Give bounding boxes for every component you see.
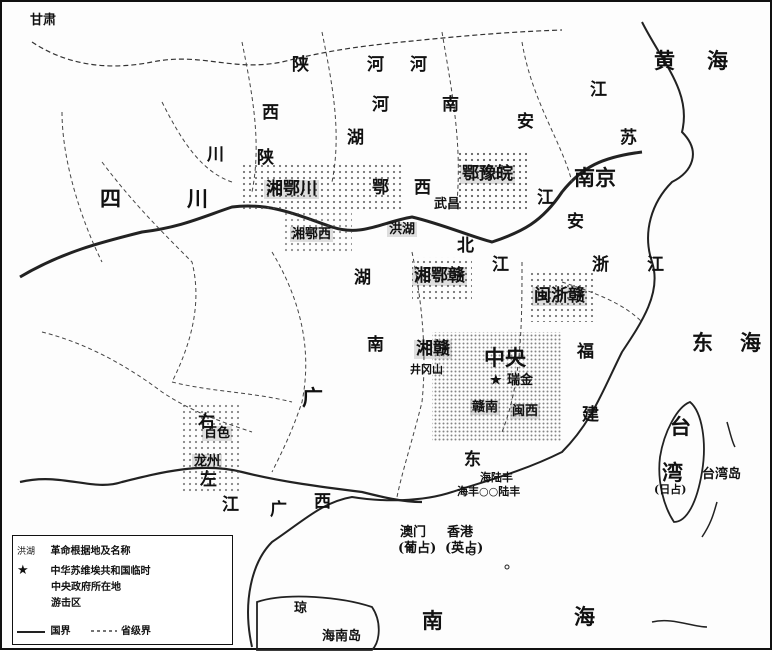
map-label: 四 [100, 186, 121, 211]
legend-guerrilla-label: 游击区 [51, 598, 81, 609]
map-label: 广 [302, 385, 323, 410]
legend-row-capital: ★ 中华苏维埃共和国临时 [17, 562, 150, 578]
map-label: 海 [707, 48, 728, 73]
map-label: 武昌 [434, 197, 461, 212]
map-label: 西 [262, 103, 279, 123]
yangtze-river [19, 150, 643, 279]
map-label: 鄂豫皖 [460, 164, 515, 184]
map-label: 闽浙赣 [532, 286, 587, 306]
map-label: 河 [410, 55, 427, 75]
map-label: 川 [207, 145, 224, 165]
taiwan-island [658, 400, 705, 523]
map-label: 鄂 [372, 178, 389, 198]
map-star-ruijin: ★ [490, 373, 502, 388]
map-label: 海 [574, 604, 595, 629]
base-area-minzhegan [527, 272, 597, 322]
map-label: 建 [582, 405, 599, 425]
map-label: 南 [367, 335, 384, 355]
map-label: 赣南 [470, 400, 501, 415]
map-label: (英占) [445, 541, 484, 556]
hainan-island [256, 595, 380, 651]
map-label: 福 [577, 342, 594, 362]
map-label: 西 [414, 178, 431, 198]
map-label: 百色 [202, 426, 233, 441]
map-label: 瑞金 [507, 373, 534, 388]
legend-capital-label-b: 中央政府所在地 [51, 582, 121, 593]
map-label: 西 [314, 492, 331, 512]
map-label: 澳门 [400, 525, 427, 540]
map-label: 江 [590, 80, 607, 100]
map-label: 琼 [294, 601, 308, 616]
map-label: 南京 [574, 165, 616, 190]
northern-border [31, 29, 563, 67]
map-label: 江 [537, 188, 554, 208]
map-label: 南 [442, 95, 459, 115]
legend-row-base: 洪湖 革命根据地及名称 [17, 542, 130, 557]
map-label: 湾 [662, 460, 683, 485]
map-label: 安 [517, 112, 534, 132]
base-area-central [432, 332, 562, 442]
map-label: 河 [367, 55, 384, 75]
map-label: 湖 [347, 128, 364, 148]
legend-border-symbol [17, 627, 47, 637]
map-label: 台湾岛 [702, 467, 742, 482]
map-label: 川 [187, 186, 208, 211]
base-area-xiangexi [242, 162, 402, 212]
map-label: 右 [198, 412, 215, 432]
map-label: 南 [422, 608, 443, 633]
map-label: (日占) [654, 483, 687, 496]
map-label: 甘肃 [30, 13, 57, 28]
map-label: 台 [670, 414, 691, 439]
map-label: 黄 [654, 48, 675, 73]
map-label: 闽西 [510, 404, 541, 419]
map-label: 东 [464, 450, 481, 470]
legend-provincial-border-label: 省级界 [120, 626, 151, 637]
map-label: 湖 [354, 268, 371, 288]
base-area-eyuwan [457, 152, 527, 212]
base-area-xiangegan2 [282, 212, 352, 252]
map-label: 北 [457, 236, 474, 256]
map-label: 河 [372, 95, 389, 115]
legend-row-borders: 国界 省级界 [17, 622, 151, 637]
map-label: 香港 [447, 525, 474, 540]
map-label: 陕 [292, 55, 309, 75]
map-label: 湘赣 [414, 339, 452, 359]
map-label: 湘鄂西 [290, 227, 334, 242]
legend-base-symbol: 洪湖 [17, 547, 36, 557]
legend-national-border-label: 国界 [50, 626, 71, 637]
map-label: (葡占) [398, 541, 437, 556]
map-label: 安 [567, 212, 584, 232]
map-label: 苏 [620, 128, 637, 148]
map-label: 浙 [592, 255, 609, 275]
legend-capital-label-a: 中华苏维埃共和国临时 [50, 566, 151, 577]
map-label: 广 [270, 500, 287, 520]
star-icon: ★ [17, 563, 29, 578]
map-label: 湘鄂赣 [412, 266, 467, 286]
map-label: 东 [692, 330, 713, 355]
coastline [247, 21, 694, 648]
map-label: 洪湖 [387, 222, 418, 237]
base-area-xiangegan [412, 257, 472, 302]
legend-base-label: 革命根据地及名称 [50, 546, 131, 557]
map-label: 江 [492, 255, 509, 275]
map-label: 江 [647, 255, 664, 275]
map-label: 中央 [484, 345, 526, 370]
map-label: 龙州 [192, 454, 223, 469]
map-label: 海南岛 [322, 629, 362, 644]
map-label: 湘鄂川 [264, 179, 319, 199]
map-label: 井冈山 [410, 363, 443, 376]
base-area-youjiang [182, 402, 242, 492]
map-label: 陕 [257, 148, 274, 168]
map-legend: 洪湖 革命根据地及名称 ★ 中华苏维埃共和国临时 中央政府所在地 游击区 国界 … [12, 535, 233, 645]
map-label: 左 [200, 470, 217, 490]
map-label: 海陆丰 [480, 471, 513, 484]
map-label: 海 [740, 330, 761, 355]
map-label: 海丰○○陆丰 [457, 485, 521, 498]
map-label: 江 [222, 495, 239, 515]
